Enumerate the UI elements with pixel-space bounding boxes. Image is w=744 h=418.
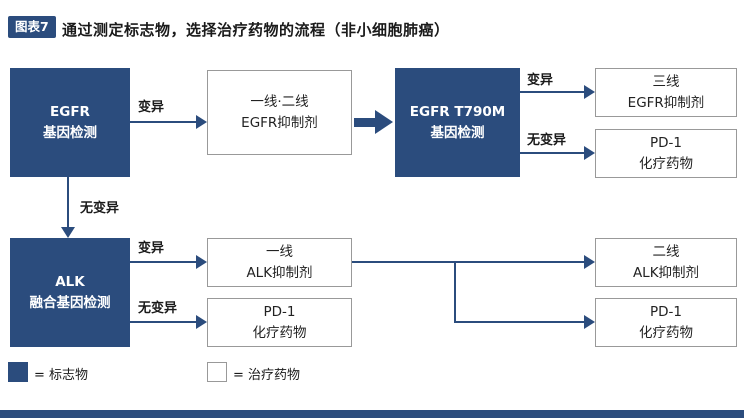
- arrow-egfr-to-inh12-head-icon: [196, 115, 207, 129]
- node-pd1-top-line1: PD-1: [650, 134, 682, 151]
- node-egfr-inhibitor-third-line: 三线 EGFR抑制剂: [595, 68, 737, 117]
- node-egfr-inhibitor-first-second-line: 一线·二线 EGFR抑制剂: [207, 70, 352, 155]
- node-egfr-inh12-line1: 一线·二线: [250, 93, 309, 110]
- node-egfr-t790m-gene-test: EGFR T790M 基因检测: [395, 68, 520, 177]
- edge-label-no-mutation-1: 无变异: [527, 133, 567, 148]
- legend-marker-label: = 标志物: [34, 368, 89, 383]
- node-pd1-top-line2: 化疗药物: [639, 155, 693, 172]
- edge-label-mutation-1: 变异: [138, 100, 165, 115]
- arrow-alkinh1-to-alkinh2-head-icon: [584, 255, 595, 269]
- arrow-egfr-to-alk-line: [67, 177, 69, 228]
- branch-to-pd1bottom-head-icon: [584, 315, 595, 329]
- arrow-inh12-to-t790m-head-icon: [375, 110, 393, 134]
- node-egfr-gene-test-line1: EGFR: [50, 103, 90, 120]
- legend-drug-swatch: [207, 362, 227, 382]
- node-egfr-inh3-line1: 三线: [652, 73, 680, 90]
- edge-label-mutation-2: 变异: [527, 73, 554, 88]
- arrow-egfr-to-alk-head-icon: [61, 227, 75, 238]
- node-egfr-t790m-line1: EGFR T790M: [409, 103, 506, 120]
- arrow-alk-to-inh1-head-icon: [196, 255, 207, 269]
- arrow-t790m-to-inh3-head-icon: [584, 85, 595, 99]
- node-egfr-gene-test: EGFR 基因检测: [10, 68, 130, 177]
- branch-down-line: [454, 261, 456, 322]
- arrow-alk-to-inh1-line: [130, 261, 196, 263]
- arrow-t790m-to-pd1-head-icon: [584, 146, 595, 160]
- node-pd1-mid-line1: PD-1: [263, 303, 296, 320]
- node-pd1-chemo-bottom: PD-1 化疗药物: [595, 298, 737, 347]
- node-alk-inhibitor-second-line: 二线 ALK抑制剂: [595, 238, 737, 287]
- node-pd1-bottom-line1: PD-1: [650, 303, 682, 320]
- figure-number-badge: 图表7: [8, 16, 56, 39]
- edge-label-no-mutation-3: 无变异: [138, 301, 178, 316]
- arrow-alk-to-pd1mid-head-icon: [196, 315, 207, 329]
- node-alk-inh1-line1: 一线: [266, 243, 293, 260]
- node-egfr-inh12-line2: EGFR抑制剂: [241, 114, 318, 131]
- branch-to-pd1bottom-line: [454, 321, 584, 323]
- node-pd1-mid-line2: 化疗药物: [252, 324, 307, 341]
- node-alk-inh1-line2: ALK抑制剂: [246, 264, 313, 281]
- node-pd1-chemo-top: PD-1 化疗药物: [595, 129, 737, 178]
- edge-label-mutation-3: 变异: [138, 241, 165, 256]
- arrow-alk-to-pd1mid-line: [130, 321, 196, 323]
- legend-drug-label: = 治疗药物: [233, 368, 301, 383]
- node-egfr-t790m-line2: 基因检测: [430, 124, 485, 141]
- bottom-divider-bar: [0, 410, 744, 418]
- node-alk-line2: 融合基因检测: [29, 294, 111, 311]
- arrow-inh12-to-t790m-shaft: [354, 118, 377, 127]
- node-alk-line1: ALK: [55, 273, 85, 290]
- node-alk-inh2-line2: ALK抑制剂: [632, 264, 700, 281]
- arrow-t790m-to-inh3-line: [520, 91, 584, 93]
- legend-marker-swatch: [8, 362, 28, 382]
- node-alk-fusion-gene-test: ALK 融合基因检测: [10, 238, 130, 347]
- node-pd1-bottom-line2: 化疗药物: [639, 324, 693, 341]
- node-alk-inh2-line1: 二线: [652, 243, 680, 260]
- arrow-alkinh1-to-alkinh2-line: [352, 261, 584, 263]
- arrow-t790m-to-pd1-line: [520, 152, 584, 154]
- page-title: 通过测定标志物，选择治疗药物的流程（非小细胞肺癌）: [62, 21, 450, 39]
- node-egfr-gene-test-line2: 基因检测: [43, 124, 97, 141]
- node-alk-inhibitor-first-line: 一线 ALK抑制剂: [207, 238, 352, 287]
- arrow-egfr-to-inh12-line: [130, 121, 196, 123]
- node-pd1-chemo-mid: PD-1 化疗药物: [207, 298, 352, 347]
- node-egfr-inh3-line2: EGFR抑制剂: [627, 94, 705, 111]
- edge-label-no-mutation-2: 无变异: [80, 201, 120, 216]
